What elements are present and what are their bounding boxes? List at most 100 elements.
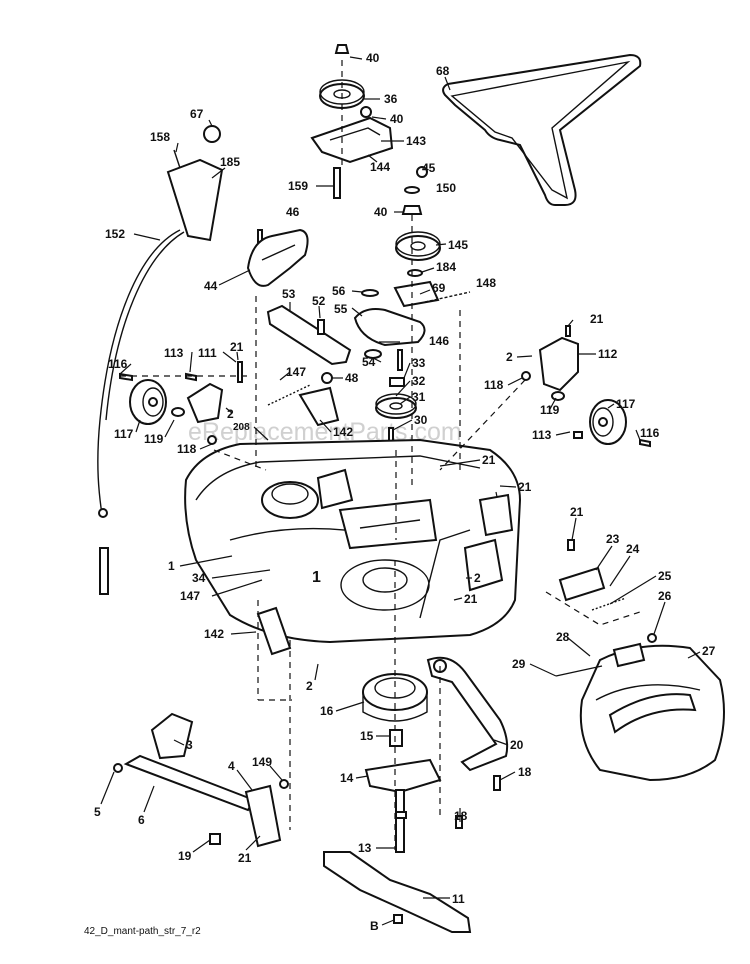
label-18: 18	[454, 809, 468, 823]
label-185: 185	[220, 155, 240, 169]
label-69: 69	[432, 281, 446, 295]
label-40: 40	[366, 51, 380, 65]
label-4: 4	[228, 759, 235, 773]
label-111: 111	[198, 346, 217, 360]
label-159: 159	[288, 179, 308, 193]
cable-152	[97, 125, 224, 595]
label-5: 5	[94, 805, 101, 819]
label-117: 117	[616, 397, 636, 411]
label-113: 113	[532, 428, 552, 442]
label-119: 119	[144, 432, 164, 446]
label-145: 145	[448, 238, 468, 252]
label-52: 52	[312, 294, 326, 308]
label-147: 147	[180, 589, 200, 603]
assembly-lines	[120, 60, 641, 850]
label-144: 144	[370, 160, 390, 174]
blade-11	[323, 851, 472, 933]
label-45: 45	[422, 161, 436, 175]
label-53: 53	[282, 287, 296, 301]
label-21: 21	[570, 505, 584, 519]
label-148: 148	[476, 276, 496, 290]
label-184: 184	[436, 260, 456, 274]
label-113: 113	[164, 346, 184, 360]
link-arm-53	[266, 304, 352, 384]
label-21: 21	[464, 592, 478, 606]
label-31: 31	[412, 390, 426, 404]
label-142: 142	[333, 425, 353, 439]
label-55: 55	[334, 302, 348, 316]
label-118: 118	[484, 378, 504, 392]
label-19: 19	[178, 849, 192, 863]
label-34: 34	[192, 571, 206, 585]
label-2: 2	[474, 571, 481, 585]
label-2: 2	[506, 350, 513, 364]
spindle-assembly	[362, 673, 442, 853]
gauge-wheel-right	[521, 325, 651, 448]
label-117: 117	[114, 427, 134, 441]
callout-labels: 40 36 40 68 67 158 185 143 144 45 150 15…	[94, 51, 716, 933]
arm-20	[426, 656, 509, 829]
label-24: 24	[626, 542, 640, 556]
label-68: 68	[436, 64, 450, 78]
bracket-23	[558, 539, 657, 643]
idler-assembly-top	[310, 44, 394, 199]
rod-148	[424, 291, 471, 303]
label-13: 13	[358, 841, 372, 855]
label-32: 32	[412, 374, 426, 388]
label-16: 16	[320, 704, 334, 718]
label-B: B	[370, 919, 379, 933]
label-142: 142	[204, 627, 224, 641]
label-118: 118	[177, 442, 197, 456]
lift-link-6	[113, 712, 289, 848]
bracket-142-lower	[256, 606, 292, 656]
label-116: 116	[108, 357, 128, 371]
label-27: 27	[702, 644, 716, 658]
label-21: 21	[482, 453, 496, 467]
label-2: 2	[227, 407, 234, 421]
label-36: 36	[384, 92, 398, 106]
belt-68	[442, 53, 642, 206]
label-21: 21	[518, 480, 532, 494]
label-25: 25	[658, 569, 672, 583]
idler-bracket-55	[353, 289, 426, 359]
label-40: 40	[390, 112, 404, 126]
label-46: 46	[286, 205, 300, 219]
label-30: 30	[414, 413, 428, 427]
label-116: 116	[640, 426, 660, 440]
label-158: 158	[150, 130, 170, 144]
label-54: 54	[362, 355, 376, 369]
label-119: 119	[540, 403, 560, 417]
label-33: 33	[412, 356, 426, 370]
deck-mark: 1	[312, 569, 321, 586]
label-112: 112	[598, 347, 618, 361]
label-14: 14	[340, 771, 354, 785]
mower-deck	[184, 438, 522, 644]
label-48: 48	[345, 371, 359, 385]
rod-29	[555, 665, 603, 677]
label-67: 67	[190, 107, 204, 121]
hardware-stack-45	[401, 166, 428, 215]
label-29: 29	[512, 657, 526, 671]
gauge-wheel-left	[119, 361, 243, 445]
label-208: 208	[233, 422, 250, 433]
label-1: 1	[168, 559, 175, 573]
label-44: 44	[204, 279, 218, 293]
label-150: 150	[436, 181, 456, 195]
label-20: 20	[510, 738, 524, 752]
diagram-code: 42_D_mant-path_str_7_r2	[84, 926, 201, 937]
spring-147	[267, 384, 340, 427]
label-143: 143	[406, 134, 426, 148]
label-21: 21	[230, 340, 244, 354]
belt-guard-44	[246, 228, 309, 287]
leader-lines	[100, 56, 701, 926]
label-56: 56	[332, 284, 346, 298]
label-149: 149	[252, 755, 272, 769]
label-147: 147	[286, 365, 306, 379]
pulley-stack-31	[375, 349, 417, 451]
blade-bolt	[393, 914, 403, 924]
label-18: 18	[518, 765, 532, 779]
label-26: 26	[658, 589, 672, 603]
label-11: 11	[452, 892, 465, 906]
